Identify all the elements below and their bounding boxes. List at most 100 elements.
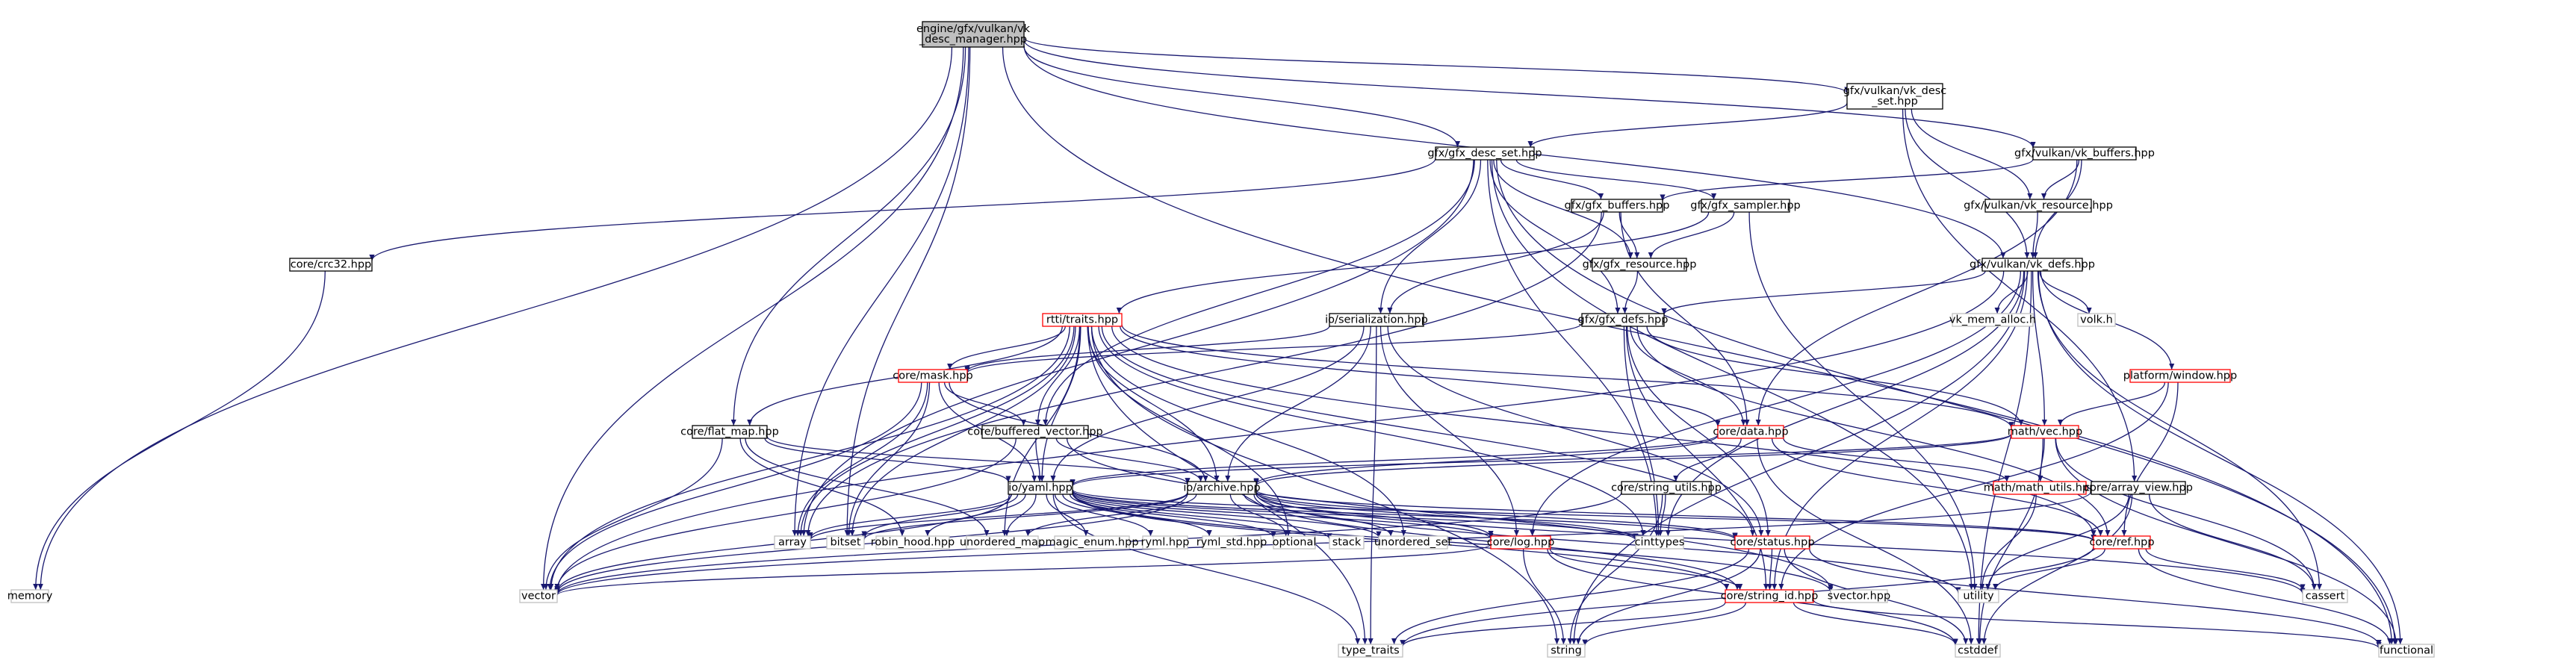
node-ryml_std-box xyxy=(1202,535,1261,550)
node-io_archive-box[interactable] xyxy=(1187,481,1257,495)
node-gfx_resource-box[interactable] xyxy=(1592,258,1687,272)
node-gfx_sampler[interactable]: gfx/gfx_sampler.hpp xyxy=(1690,199,1801,213)
node-core_ref-label: core/ref.hpp xyxy=(2089,537,2154,549)
node-root[interactable]: engine/gfx/vulkan/vk_desc_manager.hpp xyxy=(916,21,1031,48)
node-vk_defs[interactable]: gfx/vulkan/vk_defs.hpp xyxy=(1970,258,2095,272)
node-magic_enum-box xyxy=(1054,535,1130,550)
node-io_archive[interactable]: io/archive.hpp xyxy=(1183,481,1261,495)
node-ryml_std-label: ryml_std.hpp xyxy=(1197,537,1267,549)
node-platform_window-box[interactable] xyxy=(2129,369,2231,383)
node-math_utils[interactable]: math/math_utils.hpp xyxy=(1984,481,2097,495)
node-functional: functional xyxy=(2378,644,2435,658)
node-stack: stack xyxy=(1329,535,1365,550)
node-core_string_utils-label: core/string_utils.hpp xyxy=(1611,482,1722,494)
node-io_serialization[interactable]: io/serialization.hpp xyxy=(1325,313,1428,327)
node-type_traits: type_traits xyxy=(1338,644,1403,658)
node-volk-box xyxy=(2077,313,2116,327)
node-gfx_resource[interactable]: gfx/gfx_resource.hpp xyxy=(1583,258,1697,272)
node-core_status[interactable]: core/status.hpp xyxy=(1730,535,1815,550)
node-gfx_buffers[interactable]: gfx/gfx_buffers.hpp xyxy=(1565,199,1670,213)
edge-gfx_defs-to-core_data xyxy=(1630,326,1746,426)
node-gfx_defs[interactable]: gfx/gfx_defs.hpp xyxy=(1578,313,1669,327)
edge-gfx_buffers-to-gfx_resource xyxy=(1618,211,1640,259)
node-crc32[interactable]: core/crc32.hpp xyxy=(289,258,373,272)
node-rtti_traits-box[interactable] xyxy=(1042,313,1123,327)
node-vk_buffers-box[interactable] xyxy=(2032,146,2137,161)
node-core_mask[interactable]: core/mask.hpp xyxy=(893,369,973,383)
edge-io_yaml-to-core_log xyxy=(1072,491,1494,540)
node-core_string_utils-box[interactable] xyxy=(1621,481,1712,495)
edge-crc32-to-memory xyxy=(33,270,326,591)
edge-io_archive-to-bitset xyxy=(861,492,1188,541)
node-core_mask-box[interactable] xyxy=(898,369,968,383)
edge-gfx_resource-to-gfx_defs xyxy=(1621,270,1639,314)
node-gfx_desc_set-box[interactable] xyxy=(1435,146,1535,161)
node-robin_hood: robin_hood.hpp xyxy=(871,535,955,550)
edge-core_flat_map-to-vector xyxy=(543,438,723,591)
node-core_string_utils[interactable]: core/string_utils.hpp xyxy=(1611,481,1722,495)
edge-core_data-to-cstddef xyxy=(1757,438,1974,645)
node-crc32-box[interactable] xyxy=(289,258,373,272)
node-cstddef-label: cstddef xyxy=(1958,645,1999,657)
node-core_string_id-box[interactable] xyxy=(1725,589,1814,603)
edge-core_data-to-io_archive xyxy=(1253,435,1719,485)
node-core_buffered_vector-box[interactable] xyxy=(981,425,1089,439)
edge-core_buffered_vector-to-io_yaml xyxy=(1035,438,1043,482)
edge-math_vec-to-io_yaml xyxy=(1070,433,2012,487)
node-vk_desc_set[interactable]: gfx/vulkan/vk_desc_set.hpp xyxy=(1843,83,1947,110)
node-vk_resource[interactable]: gfx/vulkan/vk_resource.hpp xyxy=(1964,199,2113,213)
node-io_serialization-box[interactable] xyxy=(1329,313,1424,327)
node-core_data-box[interactable] xyxy=(1717,425,1784,439)
edge-core_array_view-to-utility xyxy=(1984,494,2130,591)
edge-math_vec-to-cassert xyxy=(2055,438,2318,591)
edge-core_buffered_vector-to-vector xyxy=(554,438,1017,591)
node-gfx_sampler-box[interactable] xyxy=(1701,199,1790,213)
node-core_buffered_vector[interactable]: core/buffered_vector.hpp xyxy=(967,425,1103,439)
node-vk_desc_set-box[interactable] xyxy=(1846,83,1943,110)
node-core_log-box[interactable] xyxy=(1490,535,1551,550)
edge-core_string_id-to-type_traits xyxy=(1400,602,1726,647)
node-vector: vector xyxy=(519,589,558,603)
node-bitset-box xyxy=(826,535,865,550)
node-gfx_resource-label: gfx/gfx_resource.hpp xyxy=(1583,259,1697,271)
edge-core_buffered_vector-to-io_archive xyxy=(1055,438,1204,482)
edge-gfx_defs-to-core_ref xyxy=(1636,326,2111,537)
node-core_string_id[interactable]: core/string_id.hpp xyxy=(1721,589,1819,603)
node-vk_defs-box[interactable] xyxy=(1981,258,2083,272)
node-core_data[interactable]: core/data.hpp xyxy=(1713,425,1789,439)
node-io_yaml[interactable]: io/yaml.hpp xyxy=(1008,481,1073,495)
edge-math_vec-to-io_archive xyxy=(1253,434,2012,486)
node-array: array xyxy=(774,535,811,550)
node-bitset-label: bitset xyxy=(830,537,860,549)
node-gfx_defs-box[interactable] xyxy=(1581,313,1665,327)
node-core_log[interactable]: core/log.hpp xyxy=(1487,535,1555,550)
node-platform_window[interactable]: platform/window.hpp xyxy=(2123,369,2237,383)
edge-gfx_defs-to-core_mask xyxy=(964,323,1583,374)
edge-io_yaml-to-type_traits xyxy=(1052,494,1361,645)
node-gfx_defs-label: gfx/gfx_defs.hpp xyxy=(1578,314,1669,326)
edge-io_yaml-to-ryml xyxy=(1054,494,1154,537)
node-gfx_desc_set[interactable]: gfx/gfx_desc_set.hpp xyxy=(1427,146,1542,161)
node-core_array_view-box[interactable] xyxy=(2091,481,2186,495)
node-vk_buffers[interactable]: gfx/vulkan/vk_buffers.hpp xyxy=(2014,146,2155,161)
node-rtti_traits[interactable]: rtti/traits.hpp xyxy=(1042,313,1123,327)
node-io_yaml-box[interactable] xyxy=(1008,481,1073,495)
node-core_flat_map-box[interactable] xyxy=(692,425,768,439)
edge-gfx_desc_set-to-functional xyxy=(1496,159,2397,645)
edge-root-to-gfx_desc_set xyxy=(1023,46,1461,148)
node-core_array_view[interactable]: core/array_view.hpp xyxy=(2084,481,2193,495)
node-core_flat_map[interactable]: core/flat_map.hpp xyxy=(680,425,779,439)
node-core_status-box[interactable] xyxy=(1734,535,1810,550)
node-math_utils-box[interactable] xyxy=(1993,481,2087,495)
node-core_ref-box[interactable] xyxy=(2093,535,2151,550)
node-math_vec-box[interactable] xyxy=(2011,425,2079,439)
node-gfx_buffers-box[interactable] xyxy=(1571,199,1663,213)
edge-root-to-vk_buffers xyxy=(1023,40,2036,149)
node-cinttypes-label: cinttypes xyxy=(1635,537,1685,549)
node-math_vec[interactable]: math/vec.hpp xyxy=(2008,425,2082,439)
edge-rtti_traits-to-optional xyxy=(1087,326,1291,537)
edge-gfx_desc_set-to-core_buffered_vector xyxy=(1043,159,1475,426)
node-vk_resource-box[interactable] xyxy=(1984,199,2092,213)
node-root-box[interactable] xyxy=(922,21,1025,48)
node-core_ref[interactable]: core/ref.hpp xyxy=(2089,535,2155,550)
